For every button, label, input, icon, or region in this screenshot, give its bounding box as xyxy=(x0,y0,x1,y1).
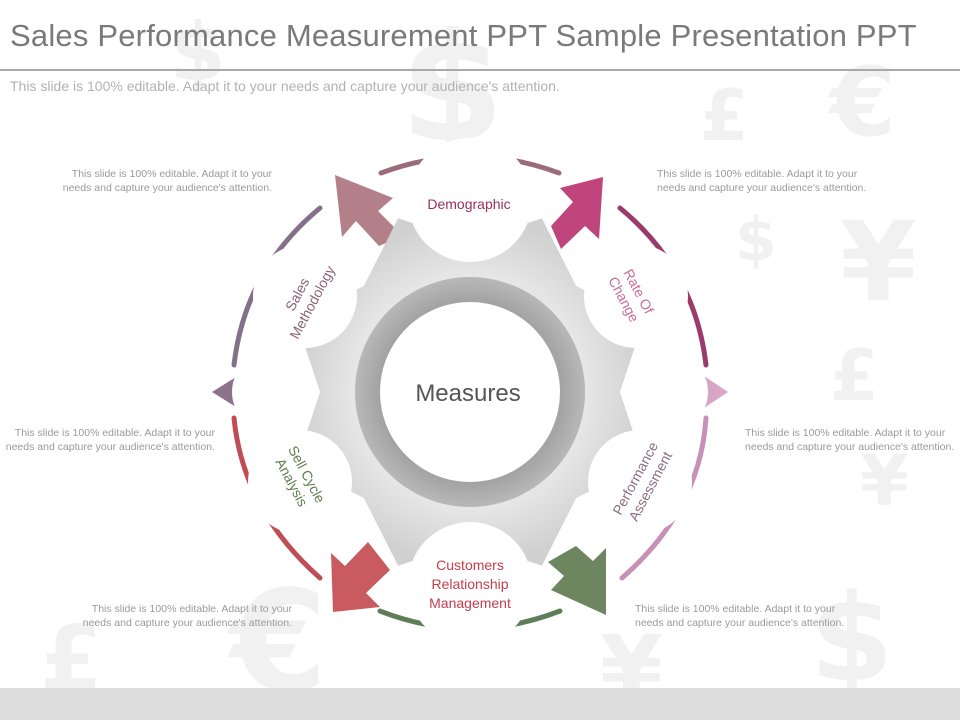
label-disc-top xyxy=(408,138,532,262)
arrow-top-right xyxy=(551,177,603,249)
description-bottom-right: This slide is 100% editable. Adapt it to… xyxy=(635,603,845,629)
label-disc-upper-left xyxy=(253,244,357,348)
label-crm: Customers Relationship Management xyxy=(429,557,511,611)
label-disc-right xyxy=(628,352,708,432)
description-top-right: This slide is 100% editable. Adapt it to… xyxy=(657,168,867,194)
dollar-icon: $ xyxy=(170,6,226,99)
label-disc-left xyxy=(232,352,312,432)
label-rate-of-change: Rate Of Change xyxy=(605,266,657,325)
description-top-left: This slide is 100% editable. Adapt it to… xyxy=(62,168,272,194)
label-crm-line2: Relationship xyxy=(431,576,508,592)
label-disc-bottom xyxy=(408,522,532,646)
slide-title: Sales Performance Measurement PPT Sample… xyxy=(10,18,917,53)
arrow-bottom-right xyxy=(548,546,606,615)
arrow-top-left xyxy=(335,175,403,246)
euro-icon: € xyxy=(828,48,896,158)
yen-icon: ¥ xyxy=(840,198,917,326)
description-middle-right: This slide is 100% editable. Adapt it to… xyxy=(745,427,955,453)
title-divider xyxy=(0,69,960,71)
label-demographic: Demographic xyxy=(427,196,510,212)
label-crm-line3: Management xyxy=(429,595,511,611)
description-middle-left: This slide is 100% editable. Adapt it to… xyxy=(5,427,215,453)
slide-subtitle: This slide is 100% editable. Adapt it to… xyxy=(10,78,560,94)
arrow-bottom-left xyxy=(331,542,390,612)
pound-icon: £ xyxy=(830,335,879,417)
center-label: Measures xyxy=(415,380,520,407)
center-disc xyxy=(380,302,560,482)
dollar-icon: $ xyxy=(735,205,777,275)
label-disc-lower-right xyxy=(588,430,692,534)
footer-band xyxy=(0,688,960,720)
dollar-icon: $ xyxy=(810,570,894,709)
yen-icon: ¥ xyxy=(860,440,909,522)
label-disc-lower-left xyxy=(248,430,352,534)
label-disc-upper-right xyxy=(584,244,688,348)
pound-icon: £ xyxy=(700,75,749,157)
label-crm-line1: Customers xyxy=(436,557,504,573)
description-bottom-left: This slide is 100% editable. Adapt it to… xyxy=(82,603,292,629)
